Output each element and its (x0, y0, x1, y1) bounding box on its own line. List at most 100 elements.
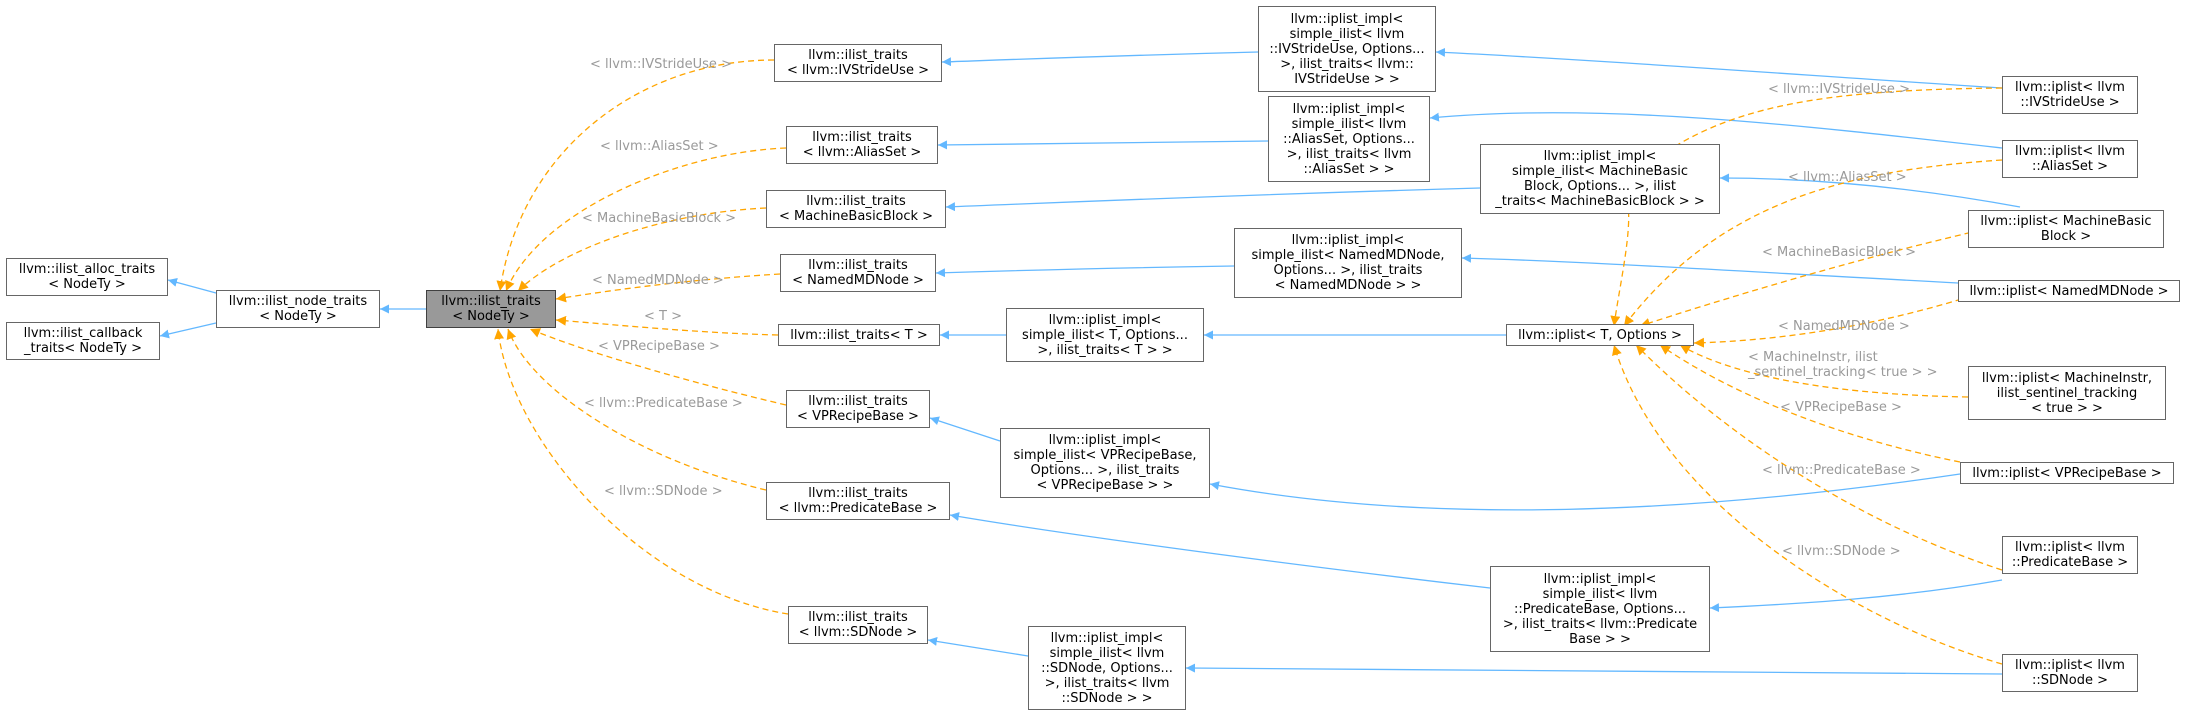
node-iplist-sdnode[interactable]: llvm::iplist< llvm::SDNode > (2002, 654, 2138, 692)
label-aliasset-left: < llvm::AliasSet > (600, 139, 719, 154)
node-label-line: _traits< MachineBasicBlock > > (1495, 194, 1705, 209)
node-label-line: llvm::ilist_traits (808, 610, 908, 625)
label-sdnode-right: < llvm::SDNode > (1782, 544, 1901, 559)
edge-p-nmd-to-i-nmd (1461, 253, 1959, 284)
label-vprecipe-right: < VPRecipeBase > (1780, 400, 1902, 415)
node-label-line: < MachineBasicBlock > (778, 209, 934, 224)
label-ivstride-left: < llvm::IVStrideUse > (590, 57, 732, 72)
node-iplist-ivstrideuse[interactable]: llvm::iplist< llvm::IVStrideUse > (2002, 76, 2138, 114)
node-label-line: llvm::iplist< llvm (2015, 658, 2125, 673)
edge-nodetraits-to-callback (159, 322, 217, 339)
node-ilist-traits-sdnode[interactable]: llvm::ilist_traits< llvm::SDNode > (788, 606, 928, 644)
node-label-line: llvm::iplist< NamedMDNode > (1969, 283, 2169, 299)
node-iplist-predicatebase[interactable]: llvm::iplist< llvm::PredicateBase > (2002, 536, 2138, 574)
node-label-line: >, ilist_traits< llvm::Predicate (1502, 616, 1698, 632)
node-ilist-callback-traits[interactable]: llvm::ilist_callback_traits< NodeTy > (6, 322, 160, 360)
node-label-line: llvm::iplist< llvm (2015, 80, 2125, 95)
node-iplist-vprecipebase[interactable]: llvm::iplist< VPRecipeBase > (1960, 462, 2174, 484)
edge-p-minstr-to-iplist (1679, 344, 1969, 398)
node-iplist-namedmdnode[interactable]: llvm::iplist< NamedMDNode > (1958, 280, 2180, 302)
edge-p-mbb-to-iplist (1639, 227, 1991, 328)
label-nmd-left: < NamedMDNode > (592, 273, 724, 288)
edge-t-sdnode-to-ilisttraits (494, 328, 789, 615)
node-label-line: simple_ilist< llvm (1289, 26, 1405, 42)
label-predicate-left: < llvm::PredicateBase > (584, 396, 743, 411)
edge-labels: < llvm::IVStrideUse > < llvm::AliasSet >… (582, 57, 1938, 559)
node-iplist-impl-sdnode[interactable]: llvm::iplist_impl<simple_ilist< llvm::SD… (1028, 626, 1186, 710)
label-mbb-left: < MachineBasicBlock > (582, 211, 736, 226)
node-label-line: llvm::iplist_impl< (1290, 11, 1404, 27)
node-label-line: llvm::iplist< VPRecipeBase > (1972, 465, 2162, 481)
node-ilist-node-traits[interactable]: llvm::ilist_node_traits< NodeTy > (216, 290, 380, 328)
node-iplist-impl-predicatebase[interactable]: llvm::iplist_impl<simple_ilist< llvm::Pr… (1490, 566, 1710, 652)
edge-i-predicate-to-t-predicate (949, 512, 1491, 589)
node-label-line: Options... >, ilist_traits (1273, 263, 1423, 278)
node-label-line: ::IVStrideUse, Options... (1269, 41, 1425, 57)
node-iplist-impl-ivstrideuse[interactable]: llvm::iplist_impl<simple_ilist< llvm::IV… (1258, 6, 1436, 92)
node-label-line: llvm::ilist_callback (23, 326, 143, 341)
node-label-line: < NodeTy > (259, 309, 337, 324)
node-label-line: llvm::iplist_impl< (1291, 233, 1405, 248)
node-label-line: ::AliasSet, Options... (1283, 131, 1415, 147)
node-label-line: simple_ilist< MachineBasic (1512, 164, 1688, 179)
label-mbb-right: < MachineBasicBlock > (1762, 245, 1916, 260)
node-ilist-traits-T[interactable]: llvm::ilist_traits< T > (778, 324, 940, 346)
edge-t-mbb-to-ilisttraits (517, 207, 767, 292)
label-ivstride-right: < llvm::IVStrideUse > (1768, 82, 1910, 97)
node-label-line: < NamedMDNode > > (1274, 278, 1422, 293)
label-predicate-right: < llvm::PredicateBase > (1762, 463, 1921, 478)
node-label-line: < NodeTy > (48, 277, 126, 292)
node-iplist-aliasset[interactable]: llvm::iplist< llvm::AliasSet > (2002, 140, 2138, 178)
node-ilist-traits-aliasset[interactable]: llvm::ilist_traits< llvm::AliasSet > (786, 126, 938, 164)
edge-p-vprecipe-to-i-vprecipe (1209, 473, 1961, 511)
edge-i-mbb-to-t-mbb (945, 187, 1481, 212)
node-iplist-impl-aliasset[interactable]: llvm::iplist_impl<simple_ilist< llvm::Al… (1268, 96, 1430, 182)
label-aliasset-right: < llvm::AliasSet > (1788, 170, 1907, 185)
node-label-line: simple_ilist< llvm (1542, 586, 1658, 602)
node-label-line: < NamedMDNode > (792, 273, 924, 288)
edge-t-predicate-to-ilisttraits (506, 328, 767, 491)
edge-i-ivstride-to-t-ivstride (941, 51, 1259, 67)
node-ilist-traits-predicatebase[interactable]: llvm::ilist_traits< llvm::PredicateBase … (766, 482, 950, 520)
node-iplist-impl-T[interactable]: llvm::iplist_impl<simple_ilist< T, Optio… (1006, 308, 1204, 362)
node-label-line: llvm::iplist< T, Options > (1518, 327, 1682, 343)
node-label-line: < NodeTy > (452, 309, 530, 324)
node-label-line: llvm::ilist_traits< T > (790, 327, 928, 343)
node-ilist-traits-machinebasicblock[interactable]: llvm::ilist_traits< MachineBasicBlock > (766, 190, 946, 228)
edge-p-ivstride-to-iplist (1610, 87, 2003, 327)
node-iplist-machineinstr[interactable]: llvm::iplist< MachineInstr,ilist_sentine… (1968, 366, 2166, 420)
node-label-line: llvm::ilist_traits (808, 258, 908, 273)
node-label-line: Block, Options... >, ilist (1524, 179, 1676, 194)
template-edges (494, 59, 2003, 665)
node-ilist-traits-ivstrideuse[interactable]: llvm::ilist_traits< llvm::IVStrideUse > (774, 44, 942, 82)
node-label-line: ::PredicateBase, Options... (1514, 601, 1686, 617)
edge-nodetraits-to-alloc (167, 278, 217, 294)
node-label-line: < true > > (2031, 400, 2103, 416)
node-label-line: simple_ilist< llvm (1049, 645, 1165, 661)
edge-p-predicate-to-iplist (1635, 344, 2003, 571)
node-iplist-impl-machinebasicblock[interactable]: llvm::iplist_impl<simple_ilist< MachineB… (1480, 144, 1720, 214)
node-label-line: >, ilist_traits< llvm:: (1280, 56, 1414, 72)
node-iplist-impl-namedmdnode[interactable]: llvm::iplist_impl<simple_ilist< NamedMDN… (1234, 228, 1462, 298)
node-label-line: llvm::iplist_impl< (1543, 571, 1657, 587)
node-label-line: Options... >, ilist_traits (1030, 463, 1180, 478)
label-vprecipe-left: < VPRecipeBase > (598, 339, 720, 354)
node-label-line: < llvm::PredicateBase > (778, 501, 938, 516)
edge-p-sdnode-to-i-sdnode (1185, 663, 2003, 675)
edge-t-T-to-ilisttraits (555, 315, 779, 336)
node-ilist-alloc-traits[interactable]: llvm::ilist_alloc_traits< NodeTy > (6, 258, 168, 296)
node-ilist-traits-namedmdnode[interactable]: llvm::ilist_traits< NamedMDNode > (780, 254, 936, 292)
edge-p-sdnode-to-iplist (1612, 344, 2003, 665)
label-minstr-right-1: < MachineInstr, ilist (1748, 350, 1878, 365)
node-label-line: < llvm::AliasSet > (802, 145, 922, 160)
edge-i-nmd-to-t-nmd (935, 265, 1235, 278)
node-iplist-impl-vprecipebase[interactable]: llvm::iplist_impl<simple_ilist< VPRecipe… (1000, 428, 1210, 498)
node-iplist-T-options[interactable]: llvm::iplist< T, Options > (1506, 324, 1694, 346)
node-ilist-traits-vprecipebase[interactable]: llvm::ilist_traits< VPRecipeBase > (786, 390, 930, 428)
node-ilist-traits-nodety[interactable]: llvm::ilist_traits< NodeTy > (426, 290, 556, 328)
node-label-line: >, ilist_traits< T > > (1037, 342, 1173, 358)
label-sdnode-left: < llvm::SDNode > (604, 484, 723, 499)
edge-p-nmd-to-iplist (1693, 289, 1991, 348)
node-label-line: ::SDNode > > (1061, 690, 1153, 706)
